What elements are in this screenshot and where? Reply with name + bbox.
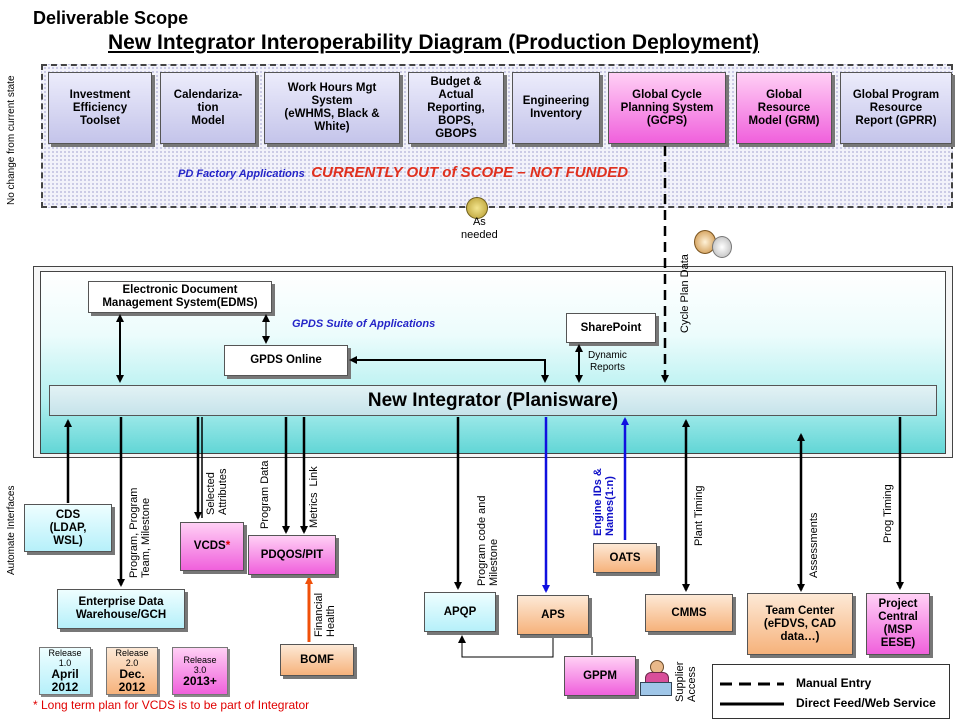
gpds-online-box: GPDS Online [224, 345, 348, 376]
team-center-box: Team Center (eFDVS, CAD data…) [747, 593, 853, 655]
vcds-box: VCDS* [180, 522, 244, 571]
gpds-suite-label: GPDS Suite of Applications [292, 318, 436, 330]
as-needed-label: As needed [461, 216, 498, 241]
apqp-box: APQP [424, 592, 496, 632]
release-2-version: Release 2.0 [115, 648, 149, 668]
top-app-work-hours-mgt: Work Hours Mgt System (eWHMS, Black & Wh… [264, 72, 400, 144]
release-badge-1: Release 1.0 April 2012 [39, 647, 91, 695]
edms-box: Electronic Document Management System(ED… [88, 281, 272, 313]
vcds-label: VCDS [193, 540, 226, 552]
cycle-plan-data-label: Cycle Plan Data [679, 254, 691, 333]
legend-manual-label: Manual Entry [796, 676, 872, 690]
pdqos-pit-box: PDQOS/PIT [248, 535, 336, 575]
bomf-box: BOMF [280, 644, 354, 676]
dynamic-reports-label: Dynamic Reports [588, 350, 627, 373]
vcds-footnote-marker: * [225, 540, 231, 552]
manual-entry-clipart-icon [466, 197, 488, 219]
diagram-title: New Integrator Interoperability Diagram … [108, 31, 760, 54]
project-central-box: Project Central (MSP EESE) [866, 593, 930, 655]
selected-attributes-label: Selected Attributes [205, 468, 229, 515]
top-app-budget-actual: Budget & Actual Reporting, BOPS, GBOPS [408, 72, 504, 144]
program-code-label: Program code and Milestone [476, 495, 500, 587]
release-1-version: Release 1.0 [48, 648, 82, 668]
financial-health-label: Financial Health [313, 592, 337, 637]
top-app-gprr: Global Program Resource Report (GPRR) [840, 72, 952, 144]
edw-box: Enterprise Data Warehouse/GCH [57, 589, 185, 629]
release-3-version: Release 3.0 [183, 654, 217, 675]
gppm-box: GPPM [564, 656, 636, 696]
program-data-label: Program Data [259, 460, 271, 529]
top-app-calendarization-model: Calendariza- tion Model [160, 72, 256, 144]
release-badge-3: Release 3.0 2013+ [172, 647, 228, 695]
sharepoint-box: SharePoint [566, 313, 656, 343]
release-1-date: April 2012 [51, 667, 79, 694]
scope-title: Deliverable Scope [33, 8, 189, 28]
pd-factory-line: PD Factory Applications CURRENTLY OUT of… [178, 164, 628, 182]
plant-timing-label: Plant Timing [693, 485, 705, 546]
metrics-link-label: Metrics Link [308, 466, 320, 528]
legend-direct-label: Direct Feed/Web Service [796, 696, 936, 710]
oats-box: OATS [593, 543, 657, 573]
cmms-box: CMMS [645, 594, 733, 632]
aps-box: APS [517, 595, 589, 635]
program-team-label: Program, Program Team, Milestone [128, 487, 152, 578]
top-app-gcps: Global Cycle Planning System (GCPS) [608, 72, 726, 144]
top-app-engineering-inventory: Engineering Inventory [512, 72, 600, 144]
online-integrator-arrow [349, 356, 549, 383]
vcds-footnote: * Long term plan for VCDS is to be part … [33, 698, 310, 712]
assessments-label: Assessments [808, 512, 820, 578]
top-app-investment-toolset: Investment Efficiency Toolset [48, 72, 152, 144]
engine-ids-label: Engine IDs & Names(1:n) [592, 468, 616, 536]
bottom-connectors [64, 417, 904, 658]
aps-apqp-link [458, 635, 554, 658]
cds-box: CDS (LDAP, WSL) [24, 504, 112, 552]
data-transfer-clipart-icon [694, 226, 732, 258]
top-app-grm: Global Resource Model (GRM) [736, 72, 832, 144]
release-2-date: Dec. 2012 [118, 667, 146, 694]
release-3-date: 2013+ [183, 673, 217, 688]
new-integrator-label: New Integrator (Planisware) [367, 389, 619, 411]
gpds-connectors [116, 314, 583, 383]
new-integrator-bar: New Integrator (Planisware) [49, 385, 937, 416]
supplier-person-icon [640, 660, 672, 698]
legend-lines [720, 682, 784, 706]
supplier-access-label: Supplier Access [674, 661, 698, 702]
out-of-scope-label: CURRENTLY OUT of SCOPE – NOT FUNDED [311, 164, 629, 181]
prog-timing-label: Prog Timing [882, 484, 894, 543]
release-badge-2: Release 2.0 Dec. 2012 [106, 647, 158, 695]
legend-box [712, 664, 950, 719]
pd-factory-label: PD Factory Applications [178, 168, 305, 180]
